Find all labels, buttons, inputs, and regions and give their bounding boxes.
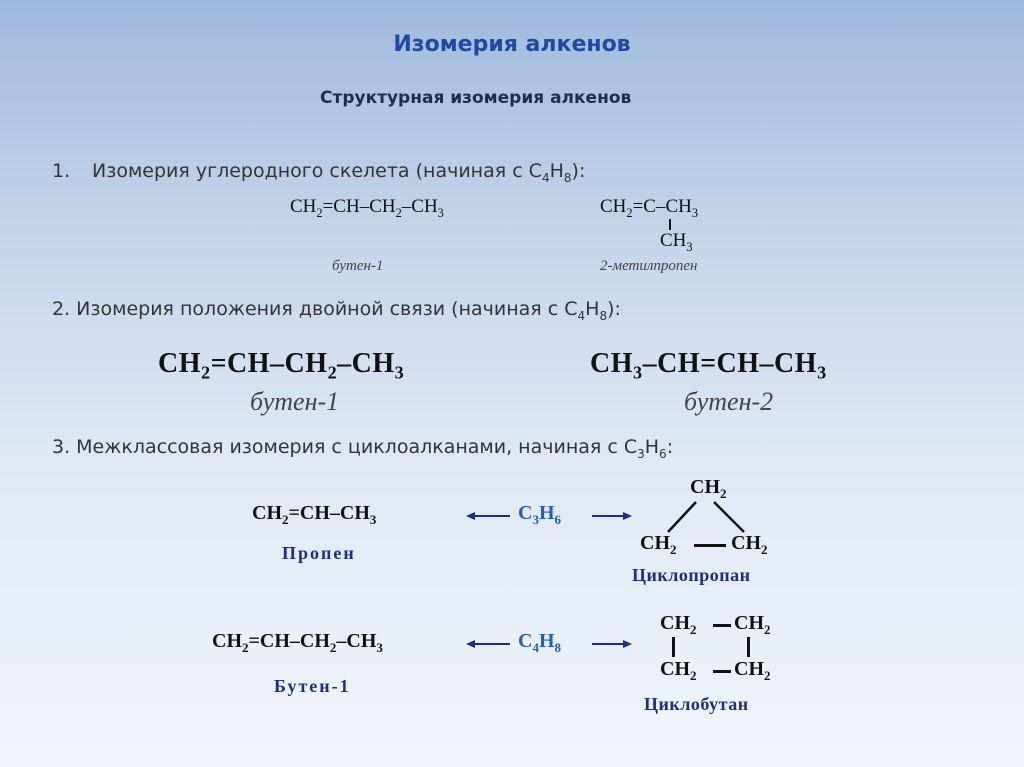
section1-heading: 1.Изомерия углеродного скелета (начиная … bbox=[52, 160, 586, 185]
arrow-left-line-2 bbox=[474, 643, 510, 645]
caption-butene2: бутен-2 bbox=[684, 387, 774, 416]
branch-bond bbox=[669, 219, 671, 230]
formula-c3h6: C3H6 bbox=[518, 502, 562, 527]
section3-heading: 3. Межклассовая изомерия с циклоалканами… bbox=[52, 436, 674, 461]
arrow-left-head-2 bbox=[466, 640, 475, 648]
arrow-right-line-1 bbox=[592, 515, 624, 517]
caption-butene1-s2: бутен-1 bbox=[250, 387, 340, 416]
formula-methylpropene-branch: CH3 bbox=[660, 230, 693, 254]
name-cyclobutane: Циклобутан bbox=[644, 694, 749, 714]
formula-methylpropene: CH2=C–CH3 bbox=[600, 196, 699, 220]
name-butene1-s3: Бутен-1 bbox=[274, 676, 351, 696]
slide-title: Изомерия алкенов bbox=[393, 32, 631, 57]
formula-c4h8: C4H8 bbox=[518, 630, 562, 655]
formula-butene2: CH3–CH=CH–CH3 bbox=[590, 348, 827, 383]
cyclobutane-top-left: CH2 bbox=[660, 612, 697, 637]
arrow-right-head-2 bbox=[623, 640, 632, 648]
cyclopropane-right: CH2 bbox=[731, 532, 768, 557]
cyclopropane-top: CH2 bbox=[690, 476, 727, 501]
caption-methylpropene: 2-метилпропен bbox=[600, 258, 698, 274]
cyclopropane-left: CH2 bbox=[640, 532, 677, 557]
caption-butene1-s1: бутен-1 bbox=[332, 258, 384, 274]
arrow-left-head-1 bbox=[466, 512, 475, 520]
arrow-right-head-1 bbox=[623, 512, 632, 520]
cyclobutane-right-bond bbox=[747, 637, 750, 657]
formula-propene: CH2=CH–CH3 bbox=[252, 502, 377, 527]
cyclobutane-bottom-right: CH2 bbox=[734, 658, 771, 683]
cyclopropane-bottom-bond bbox=[694, 544, 726, 547]
cyclobutane-top-right: CH2 bbox=[734, 612, 771, 637]
formula-butene1-s1: CH2=CH–CH2–CH3 bbox=[290, 196, 444, 220]
arrow-left-line-1 bbox=[474, 515, 510, 517]
slide-subtitle: Структурная изомерия алкенов bbox=[320, 88, 632, 108]
cyclobutane-bottom-bond bbox=[713, 670, 731, 673]
cyclobutane-left-bond bbox=[672, 637, 675, 657]
cyclobutane-top-bond bbox=[713, 624, 731, 627]
cyclobutane-bottom-left: CH2 bbox=[660, 658, 697, 683]
formula-butene1-s3: CH2=CH–CH2–CH3 bbox=[212, 630, 383, 655]
name-cyclopropane: Циклопропан bbox=[632, 565, 751, 585]
cyclopropane-bonds bbox=[667, 501, 745, 533]
arrow-right-line-2 bbox=[592, 643, 624, 645]
section2-heading: 2. Изомерия положения двойной связи (нач… bbox=[52, 298, 621, 323]
name-propene: Пропен bbox=[282, 543, 356, 563]
formula-butene1-s2: CH2=CH–CH2–CH3 bbox=[158, 348, 405, 383]
